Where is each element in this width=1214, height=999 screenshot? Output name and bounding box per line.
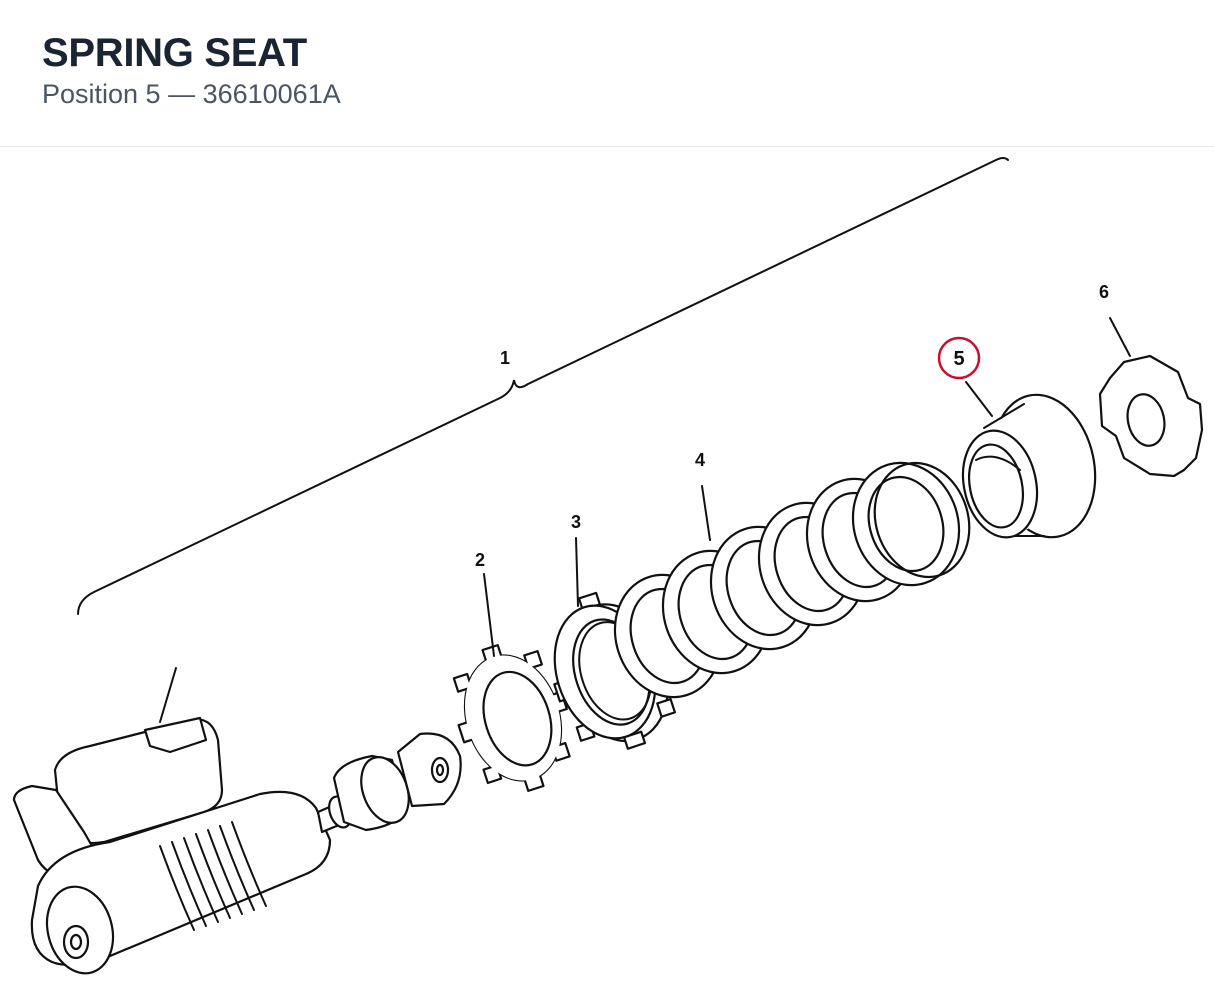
svg-text:2: 2 [475,550,485,570]
svg-text:5: 5 [953,348,964,370]
part-4-coil-spring [613,461,971,699]
page-header: SPRING SEAT Position 5 — 36610061A [0,0,1214,147]
assembly-bracket [77,157,1009,615]
svg-text:4: 4 [695,450,705,470]
callout-4[interactable]: 4 [695,450,705,470]
shock-absorber-body [12,667,358,975]
page-title: SPRING SEAT [42,31,307,75]
page-subtitle: Position 5 — 36610061A [42,79,341,109]
callout-2[interactable]: 2 [475,550,485,570]
highlight-ring [937,336,981,380]
svg-text:3: 3 [571,512,581,532]
part-6-slotted-washer [1098,354,1204,478]
callout-6[interactable]: 6 [1099,282,1109,302]
callout-1[interactable]: 1 [500,348,510,368]
callout-5-highlighted[interactable]: 5 [937,336,981,380]
rod-end [328,732,462,832]
exploded-diagram: 1 2 3 4 5 6 [12,157,1204,975]
svg-text:1: 1 [500,348,510,368]
part-2-lock-ring [452,644,571,792]
svg-text:6: 6 [1099,282,1109,302]
callout-3[interactable]: 3 [571,512,581,532]
part-5-spring-seat [961,393,1097,540]
